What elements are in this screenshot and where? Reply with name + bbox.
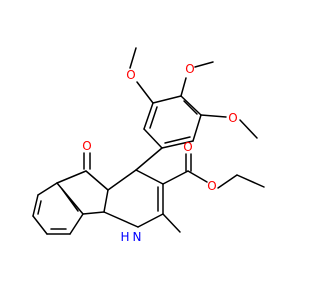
bond	[69, 213, 84, 235]
bond	[143, 128, 163, 149]
bond-double	[164, 136, 191, 144]
methoxy-oxygen-label: O	[228, 111, 237, 125]
bond	[32, 194, 39, 217]
bond-double	[149, 106, 158, 129]
bond-double	[107, 169, 137, 191]
ketone-oxygen-label: O	[82, 139, 91, 153]
bond-layer	[32, 47, 265, 235]
bond	[161, 140, 194, 149]
bond-double	[183, 100, 198, 115]
methoxy-oxygen-label: O	[185, 62, 194, 76]
bond	[56, 182, 84, 215]
nh-nitrogen-label: N	[133, 230, 142, 244]
bond	[143, 102, 154, 130]
bond	[200, 114, 227, 118]
bond	[180, 95, 202, 116]
bond	[37, 182, 58, 196]
bond	[239, 119, 258, 139]
bond	[135, 147, 163, 171]
methoxy-oxygen-label: O	[126, 68, 135, 82]
ester-ether-oxygen-label: O	[207, 179, 216, 193]
bond-double	[37, 200, 42, 215]
bond	[129, 47, 137, 69]
bond	[162, 213, 181, 233]
bond	[103, 211, 139, 228]
bond	[192, 114, 202, 142]
bond	[56, 170, 87, 184]
bond	[82, 211, 105, 215]
bond	[136, 81, 154, 104]
bond	[194, 61, 214, 68]
bond	[236, 174, 265, 188]
bond-double	[61, 188, 79, 212]
bond	[135, 169, 164, 185]
atom-label-layer: O O O O O O H N	[82, 62, 237, 244]
bond	[162, 170, 189, 185]
bond	[187, 170, 208, 183]
molecule-structure: O O O O O O H N	[32, 47, 265, 244]
nh-hydrogen-label: H	[120, 230, 129, 244]
bond	[217, 174, 238, 189]
bond	[180, 77, 187, 97]
bond	[32, 215, 48, 235]
bond	[85, 170, 109, 191]
ester-carbonyl-oxygen-label: O	[183, 140, 192, 154]
bond	[152, 95, 182, 104]
bond	[137, 213, 164, 228]
bond	[103, 189, 109, 213]
